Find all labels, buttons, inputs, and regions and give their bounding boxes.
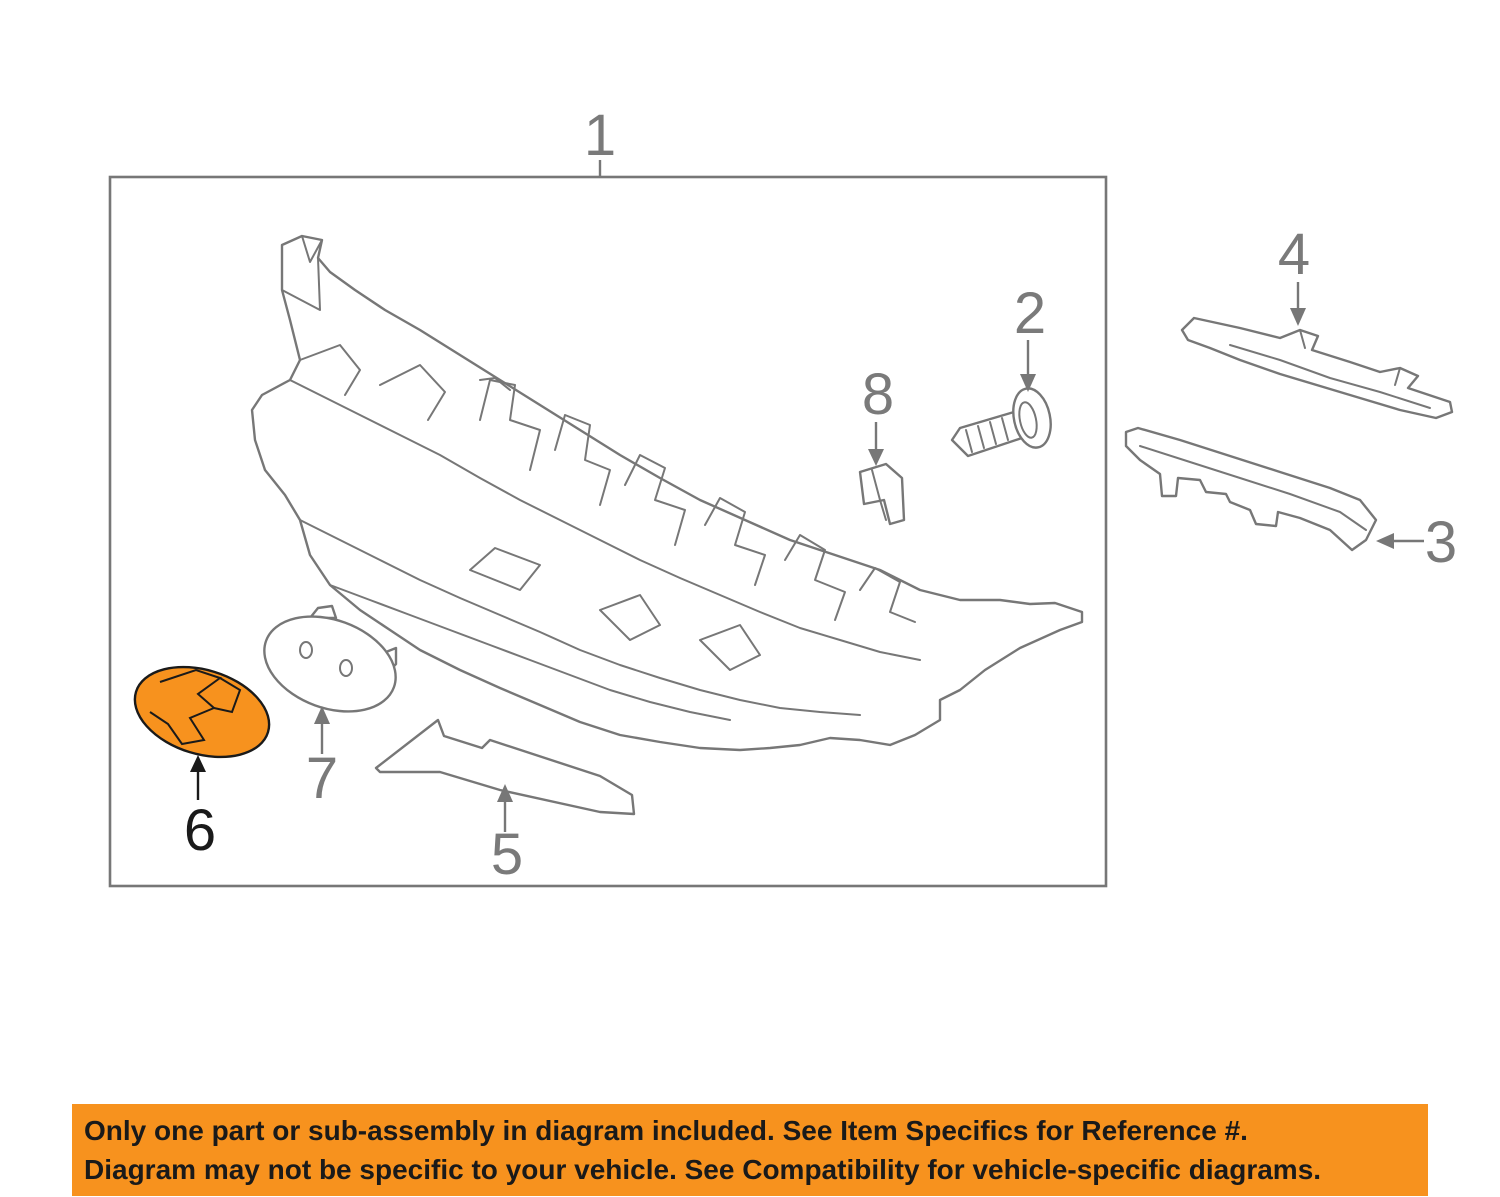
notice-banner: Only one part or sub-assembly in diagram… (72, 1104, 1428, 1196)
callout-3: 3 (1425, 510, 1457, 575)
emblem (133, 665, 271, 759)
callout-2-arrowhead (1020, 374, 1036, 392)
trim-strip (374, 718, 636, 816)
lower-bracket (1124, 426, 1378, 552)
callout-5: 5 (491, 822, 523, 887)
clip (858, 462, 906, 526)
callout-4: 4 (1278, 222, 1310, 287)
callout-6: 6 (184, 798, 216, 863)
callout-7: 7 (306, 746, 338, 811)
screw (950, 387, 1052, 458)
callout-3-arrowhead (1376, 533, 1394, 549)
callout-8: 8 (862, 362, 894, 427)
callout-1: 1 (584, 103, 616, 168)
notice-line-2: Diagram may not be specific to your vehi… (84, 1154, 1322, 1185)
assembly-box (108, 175, 1108, 888)
callout-2: 2 (1014, 281, 1046, 346)
callout-6-arrowhead (190, 755, 206, 772)
grille-panel (250, 234, 1084, 752)
emblem-base (263, 604, 398, 713)
notice-line-1: Only one part or sub-assembly in diagram… (84, 1115, 1248, 1146)
callout-8-arrowhead (868, 449, 884, 466)
callout-4-arrowhead (1290, 308, 1306, 326)
callout-5-arrowhead (497, 784, 513, 802)
callout-7-arrowhead (314, 706, 330, 724)
upper-bracket (1180, 316, 1454, 420)
